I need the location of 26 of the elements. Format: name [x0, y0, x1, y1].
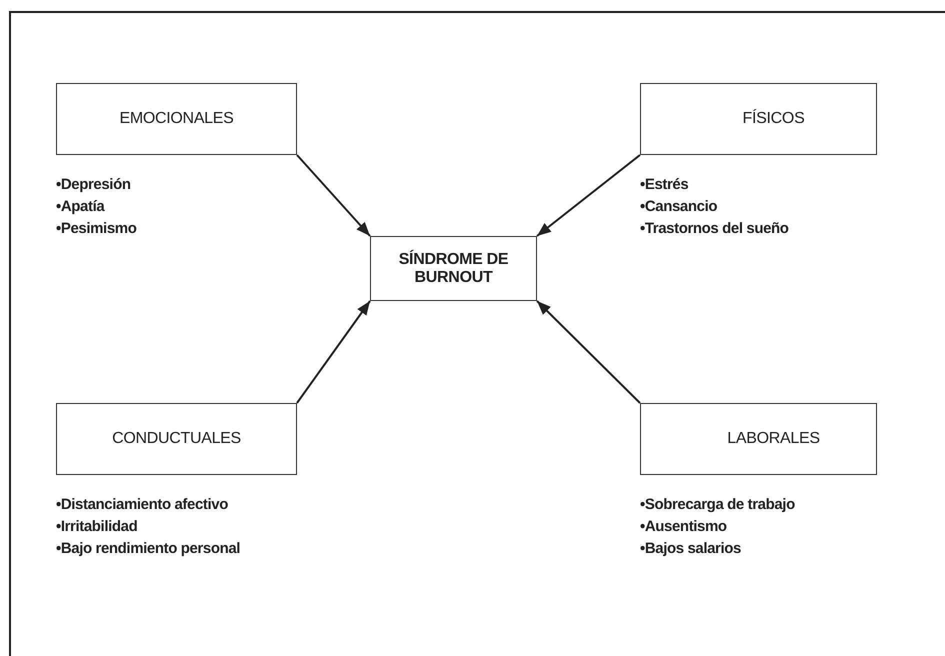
arrow [296, 154, 371, 237]
bullet-item: •Ausentismo [640, 517, 727, 537]
arrow [296, 300, 371, 404]
bullet-item: •Estrés [640, 175, 688, 195]
box-title: SÍNDROME DE BURNOUT [398, 250, 510, 286]
bullet-item: •Sobrecarga de trabajo [640, 495, 795, 515]
category-box [56, 83, 297, 155]
category-box [370, 236, 537, 301]
category-box [56, 403, 297, 475]
box-title: EMOCIONALES [119, 110, 234, 128]
category-box [640, 83, 877, 155]
category-box [640, 403, 877, 475]
bullet-item: •Bajo rendimiento personal [56, 539, 240, 559]
bullet-item: •Depresión [56, 175, 131, 195]
bullet-item: •Bajos salarios [640, 539, 741, 559]
box-title: CONDUCTUALES [112, 430, 241, 448]
bullet-item: •Distanciamiento afectivo [56, 495, 228, 515]
box-title: LABORALES [727, 430, 820, 448]
bullet-item: •Irritabilidad [56, 517, 138, 537]
arrow [536, 154, 641, 237]
bullet-item: •Cansancio [640, 197, 718, 217]
box-title: FÍSICOS [742, 110, 804, 128]
bullet-item: •Trastornos del sueño [640, 219, 789, 239]
arrow [536, 300, 641, 404]
bullet-item: •Apatía [56, 197, 104, 217]
bullet-item: •Pesimismo [56, 219, 136, 239]
